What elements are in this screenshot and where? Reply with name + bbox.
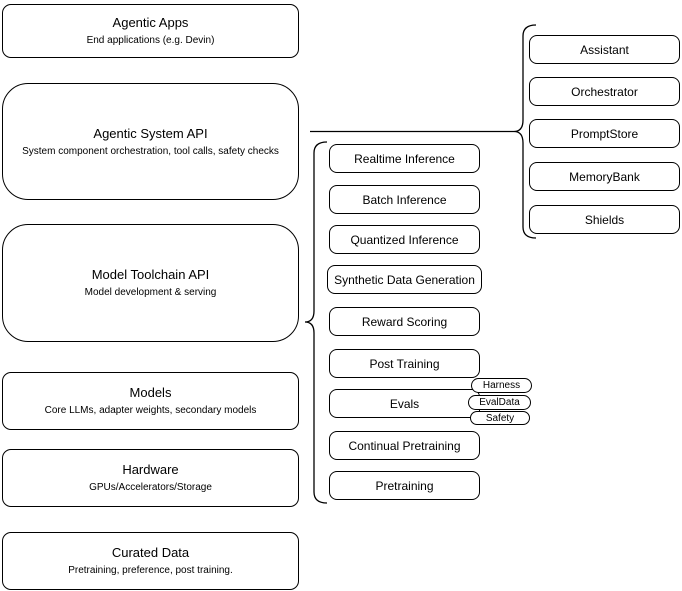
node-label: Reward Scoring <box>361 314 448 329</box>
node-label: Assistant <box>580 42 629 57</box>
toolchain-brace <box>304 141 328 504</box>
node-subtitle: Core LLMs, adapter weights, secondary mo… <box>44 405 257 416</box>
node-shields: Shields <box>529 205 680 234</box>
node-label: Quantized Inference <box>350 232 459 247</box>
tag-label: Safety <box>485 412 515 424</box>
node-title: Models <box>129 385 172 400</box>
node-label: Batch Inference <box>362 192 447 207</box>
node-evals: Evals <box>329 389 480 418</box>
node-memorybank: MemoryBank <box>529 162 680 191</box>
node-promptstore: PromptStore <box>529 119 680 148</box>
node-reward-scoring: Reward Scoring <box>329 307 480 336</box>
node-models: Models Core LLMs, adapter weights, secon… <box>2 372 299 430</box>
node-label: Pretraining <box>375 478 434 493</box>
tag-label: Harness <box>482 380 521 391</box>
node-subtitle: GPUs/Accelerators/Storage <box>89 482 212 493</box>
tag-harness: Harness <box>471 378 532 393</box>
node-subtitle: Pretraining, preference, post training. <box>68 565 233 576</box>
node-agentic-apps: Agentic Apps End applications (e.g. Devi… <box>2 4 299 58</box>
node-label: Synthetic Data Generation <box>334 272 475 287</box>
node-label: Evals <box>389 396 420 411</box>
node-post-training: Post Training <box>329 349 480 378</box>
node-orchestrator: Orchestrator <box>529 77 680 106</box>
node-title: Agentic Apps <box>112 15 189 30</box>
node-model-toolchain-api: Model Toolchain API Model development & … <box>2 224 299 342</box>
node-pretraining: Pretraining <box>329 471 480 500</box>
node-curated-data: Curated Data Pretraining, preference, po… <box>2 532 299 590</box>
node-label: Post Training <box>369 356 440 371</box>
node-agentic-system-api: Agentic System API System component orch… <box>2 83 299 200</box>
tag-evaldata: EvalData <box>468 395 531 410</box>
node-continual-pretraining: Continual Pretraining <box>329 431 480 460</box>
node-label: Realtime Inference <box>354 151 455 166</box>
node-batch-inference: Batch Inference <box>329 185 480 214</box>
node-label: Shields <box>584 212 625 227</box>
node-subtitle: System component orchestration, tool cal… <box>22 145 279 157</box>
node-synthetic-data-generation: Synthetic Data Generation <box>327 265 482 294</box>
node-title: Curated Data <box>111 545 190 560</box>
tag-label: EvalData <box>479 397 520 408</box>
node-label: PromptStore <box>570 126 639 141</box>
node-quantized-inference: Quantized Inference <box>329 225 480 254</box>
node-hardware: Hardware GPUs/Accelerators/Storage <box>2 449 299 507</box>
node-label: MemoryBank <box>569 169 640 184</box>
node-assistant: Assistant <box>529 35 680 64</box>
tag-safety: Safety <box>470 411 530 425</box>
node-realtime-inference: Realtime Inference <box>329 144 480 173</box>
node-subtitle: Model development & serving <box>84 287 217 298</box>
node-label: Continual Pretraining <box>348 438 461 453</box>
node-title: Model Toolchain API <box>91 267 210 282</box>
node-label: Orchestrator <box>571 84 638 99</box>
node-title: Agentic System API <box>93 125 208 141</box>
node-subtitle: End applications (e.g. Devin) <box>86 35 215 46</box>
node-title: Hardware <box>122 462 179 477</box>
